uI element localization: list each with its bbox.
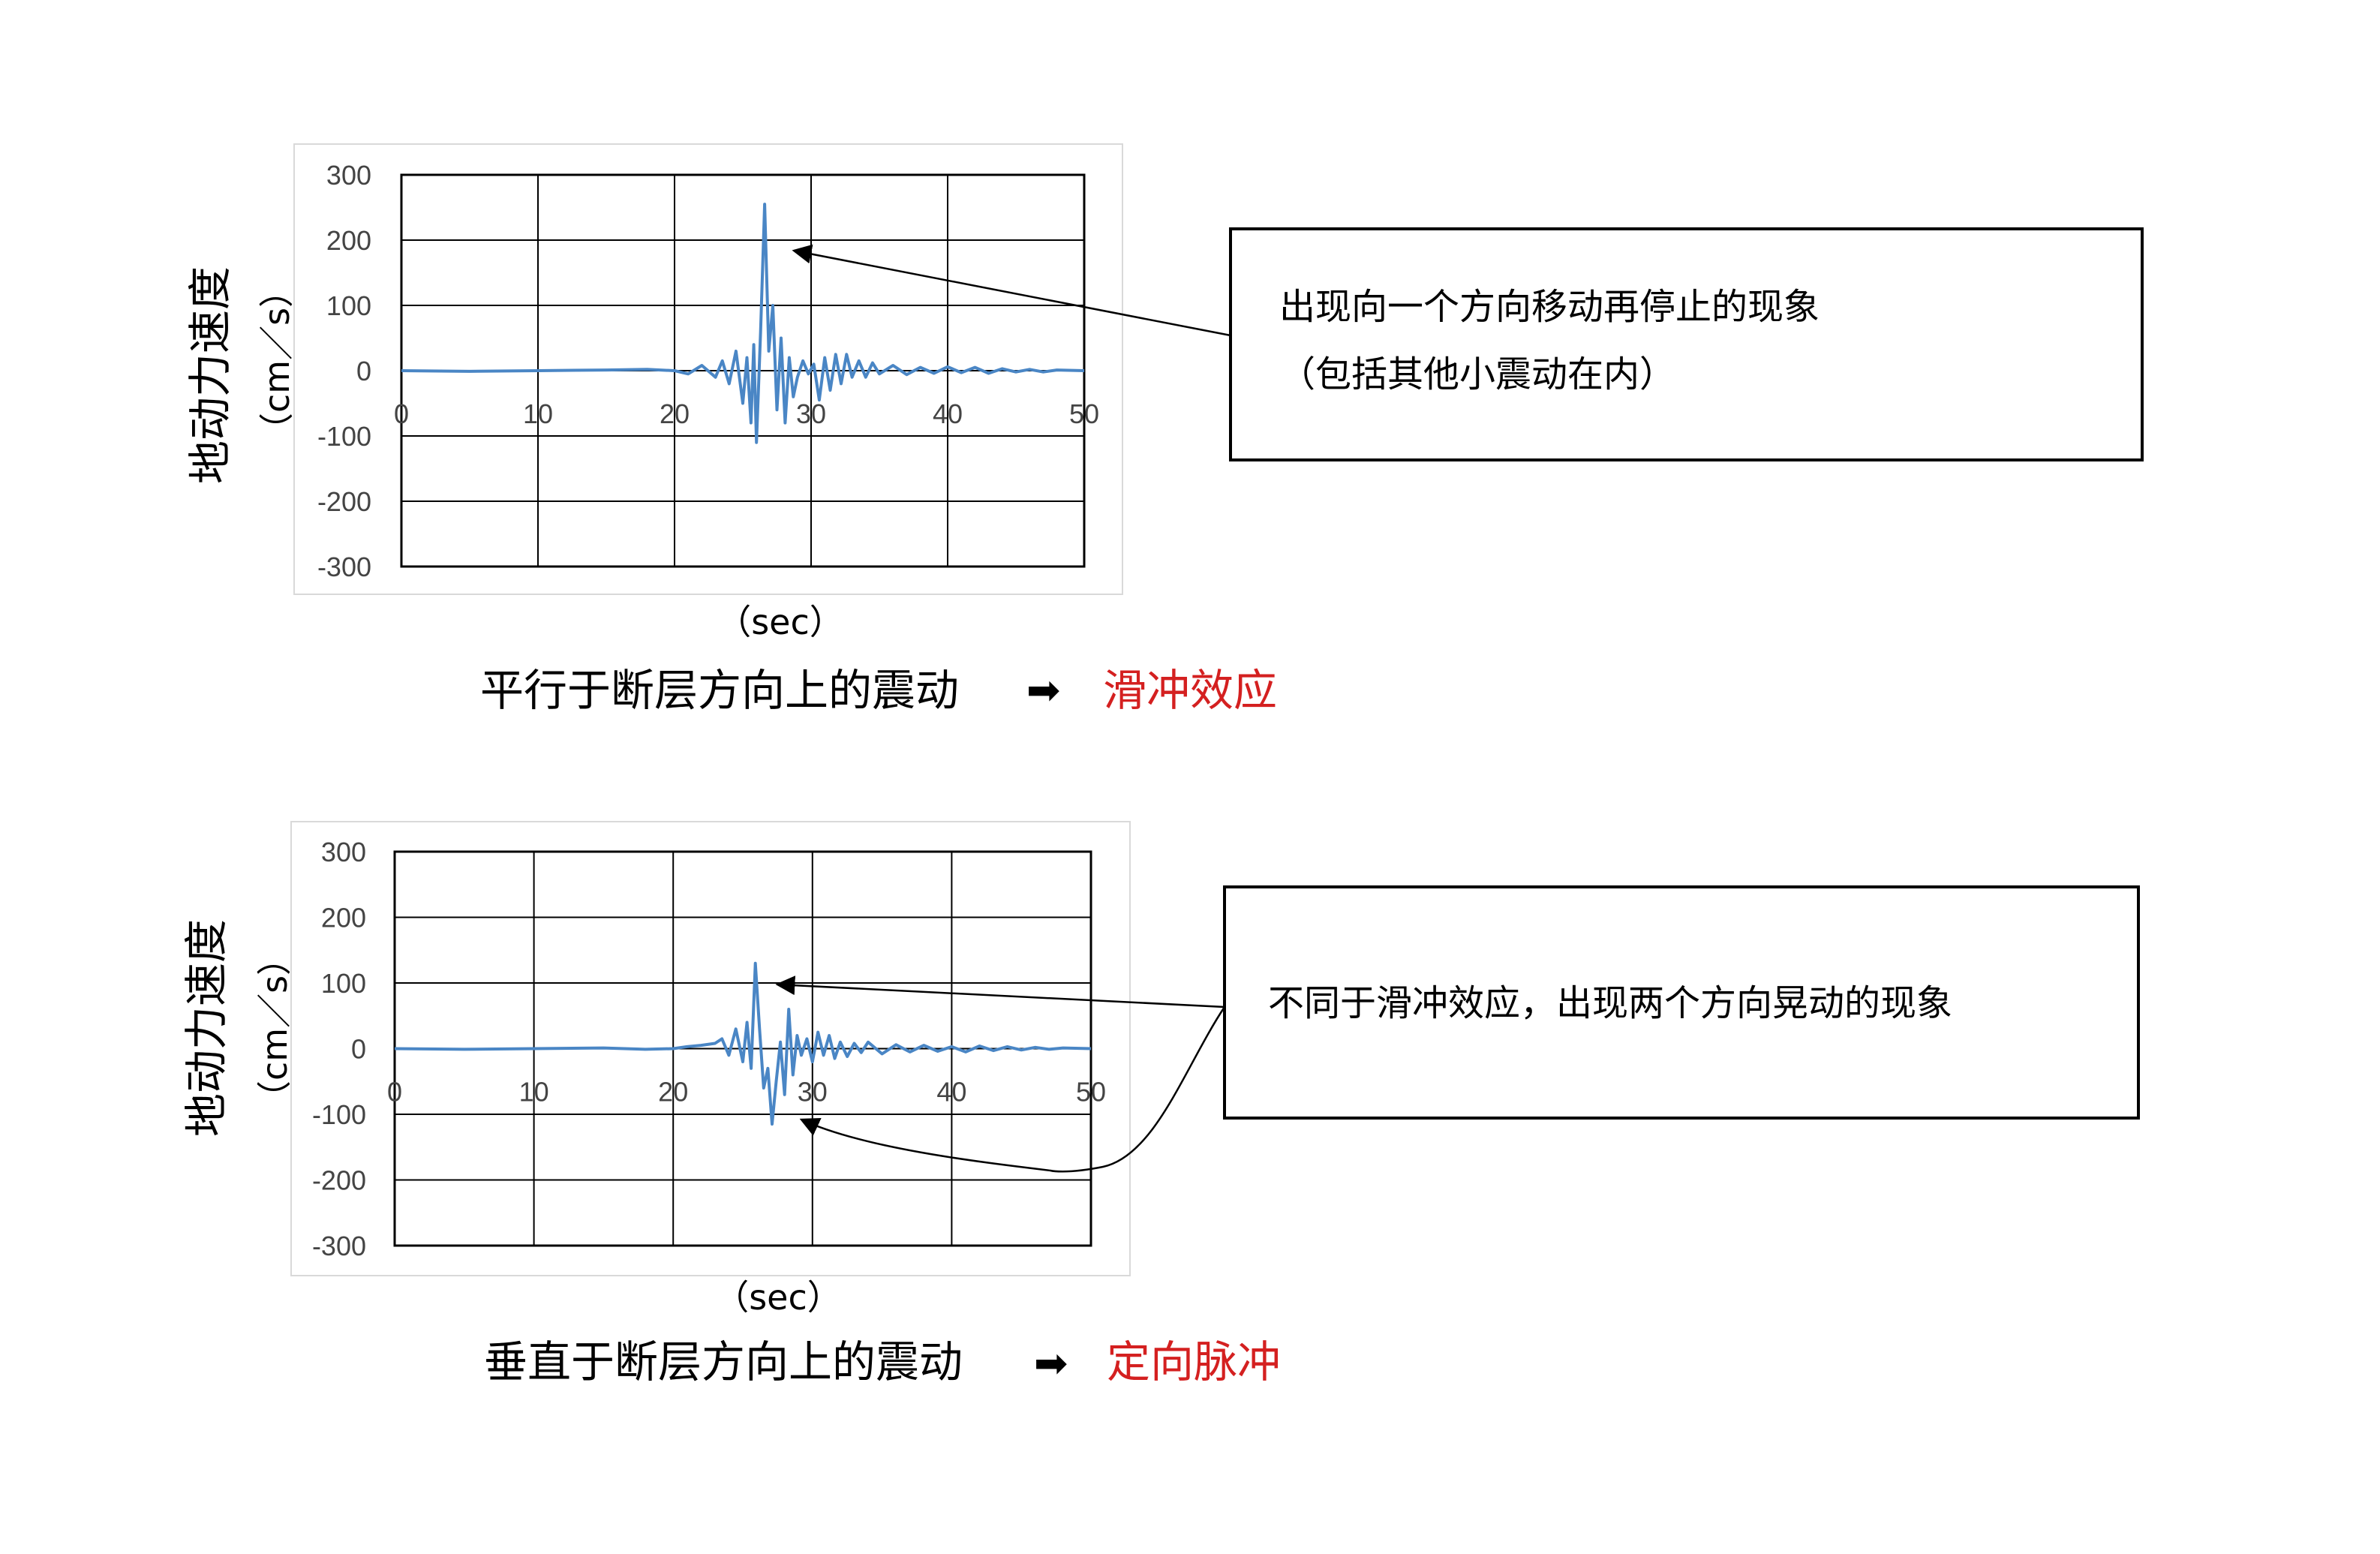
- chart-1-note-line-1: 出现向一个方向移动再停止的现象: [1279, 286, 1820, 328]
- chart-2-note-line-1: 不同于滑冲效应，出现两个方向晃动的现象: [1268, 982, 1952, 1024]
- chart-1-x-tick-label: 40: [933, 398, 963, 429]
- chart-2-y-tick-label: 0: [351, 1034, 366, 1065]
- chart-2-arrow-glyph: ➡: [1034, 1339, 1068, 1387]
- chart-2: 300 200 100 0 -100 -200 -300 0 10 20 30 40 50 地动力速度…: [181, 821, 2140, 1387]
- chart-1-x-ticks: 0 10 20 30 40 50: [394, 398, 1099, 429]
- chart-1-pointer-arrow: [792, 244, 1231, 337]
- chart-1-y-tick-label: -100: [317, 421, 371, 452]
- chart-2-ylabel: 地动力速度: [181, 919, 232, 1137]
- chart-1-note-box: [1229, 227, 2144, 461]
- chart-1-effect: 滑冲效应: [1103, 665, 1277, 716]
- chart-2-x-tick-label: 30: [798, 1077, 828, 1108]
- chart-2-velocity-line: [394, 961, 1092, 1126]
- chart-2-x-tick-label: 20: [658, 1077, 688, 1108]
- chart-1-y-tick-label: 100: [326, 290, 371, 321]
- chart-1-y-ticks: 300 200 100 0 -100 -200 -300: [317, 160, 371, 582]
- chart-1-yunit: （cm／s）: [257, 273, 297, 447]
- chart-2-x-tick-label: 10: [519, 1077, 549, 1108]
- chart-1-y-tick-label: 0: [356, 356, 371, 386]
- chart-2-pointer-arrow-upper: [775, 975, 1225, 1008]
- chart-2-y-tick-label: -200: [312, 1165, 366, 1196]
- chart-2-x-tick-label: 40: [936, 1077, 966, 1108]
- chart-2-note-box: [1223, 885, 2140, 1120]
- chart-1-x-tick-label: 20: [660, 398, 690, 429]
- chart-2-y-tick-label: 300: [321, 837, 366, 867]
- chart-1-note-line-2: （包括其他小震动在内）: [1279, 353, 1675, 395]
- chart-1-y-tick-label: -200: [317, 486, 371, 517]
- chart-2-x-tick-label: 50: [1076, 1077, 1106, 1108]
- chart-1: 300 200 100 0 -100 -200 -300 0 10 20 30 40 50 地动力速度…: [185, 143, 2144, 716]
- chart-2-y-ticks: 300 200 100 0 -100 -200 -300: [312, 837, 366, 1261]
- chart-2-xunit: （sec）: [714, 1277, 842, 1318]
- chart-1-ylabel: 地动力速度: [185, 266, 236, 484]
- chart-2-y-tick-label: -300: [312, 1231, 366, 1261]
- chart-1-x-tick-label: 30: [796, 398, 826, 429]
- chart-1-caption: 平行于断层方向上的震动: [480, 665, 959, 716]
- chart-1-x-tick-label: 10: [523, 398, 553, 429]
- chart-2-y-tick-label: 100: [321, 968, 366, 999]
- chart-1-y-tick-label: 200: [326, 225, 371, 256]
- chart-2-x-tick-label: 0: [387, 1077, 402, 1108]
- chart-1-x-tick-label: 0: [394, 398, 409, 429]
- chart-2-effect: 定向脉冲: [1107, 1336, 1281, 1387]
- chart-2-caption: 垂直于断层方向上的震动: [484, 1336, 963, 1387]
- chart-2-y-tick-label: 200: [321, 903, 366, 933]
- chart-1-xunit: （sec）: [717, 602, 844, 642]
- chart-1-y-tick-label: -300: [317, 552, 371, 582]
- chart-1-velocity-line: [401, 203, 1085, 444]
- chart-1-y-tick-label: 300: [326, 160, 371, 191]
- chart-2-x-ticks: 0 10 20 30 40 50: [387, 1077, 1106, 1108]
- chart-1-x-tick-label: 50: [1069, 398, 1099, 429]
- chart-2-y-tick-label: -100: [312, 1099, 366, 1130]
- chart-1-arrow-glyph: ➡: [1026, 666, 1060, 714]
- chart-2-pointer-arrow-lower: [799, 1006, 1226, 1173]
- chart-2-yunit: （cm／s）: [254, 941, 295, 1115]
